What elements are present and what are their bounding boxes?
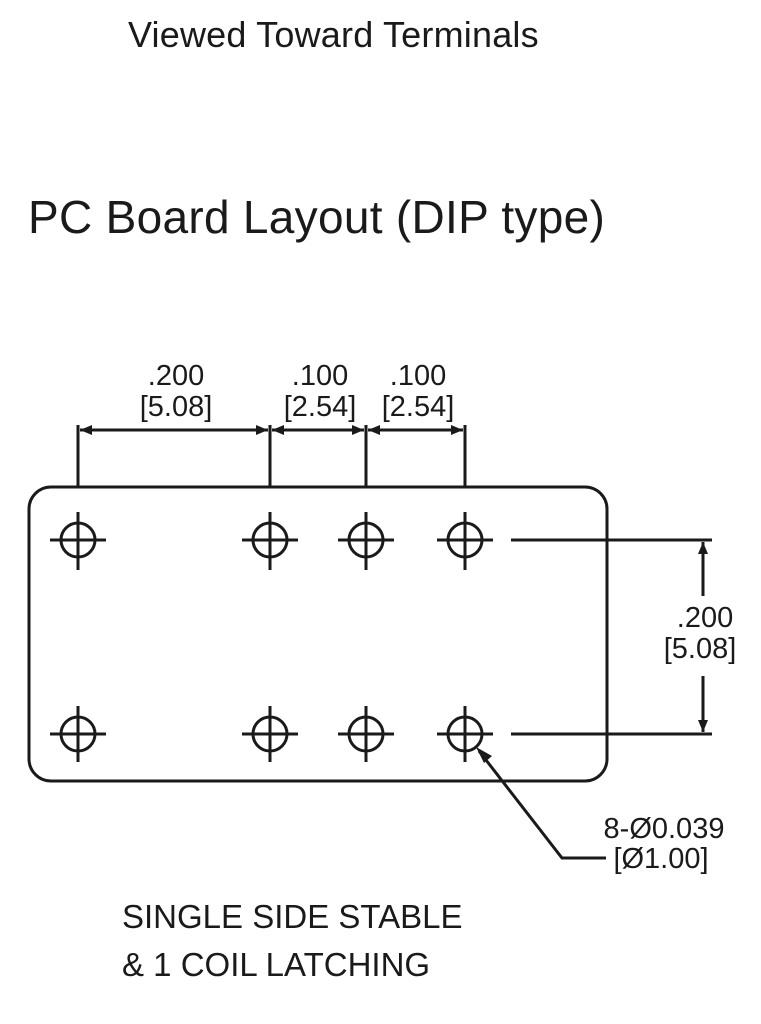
top-extension-lines [76, 425, 467, 487]
hole-callout-mm: [Ø1.00] [613, 843, 708, 875]
right-extension-lines [511, 538, 712, 736]
dim-200-mm: [5.08] [140, 391, 213, 423]
hole-callout-arrowhead [476, 747, 492, 763]
viewed-toward-terminals-label: Viewed Toward Terminals [128, 14, 539, 55]
hole-bottom-2 [242, 706, 298, 762]
hole-bottom-1 [50, 706, 106, 762]
hole-bottom-3 [338, 706, 394, 762]
hole-callout-leader [477, 750, 606, 860]
dim-100b-inch: .100 [390, 360, 446, 392]
hole-top-1 [50, 512, 106, 570]
dim-100b-mm: [2.54] [382, 391, 455, 423]
dim-100a-mm: [2.54] [284, 391, 357, 423]
dim-row-spacing-inch: .200 [677, 602, 733, 634]
pc-board-layout-title: PC Board Layout (DIP type) [28, 191, 606, 243]
dim-row-spacing-mm: [5.08] [664, 633, 737, 665]
hole-top-3 [338, 512, 394, 570]
hole-group [50, 512, 493, 762]
board-outline [27, 485, 609, 783]
hole-top-2 [242, 512, 298, 570]
dim-100a-inch: .100 [292, 360, 348, 392]
hole-callout-inch: 8-Ø0.039 [604, 813, 725, 845]
footer-line-2: & 1 COIL LATCHING [122, 946, 431, 983]
footer-line-1: SINGLE SIDE STABLE [122, 898, 463, 935]
hole-bottom-4 [437, 706, 493, 762]
dim-200-inch: .200 [148, 360, 204, 392]
hole-top-4 [437, 512, 493, 570]
